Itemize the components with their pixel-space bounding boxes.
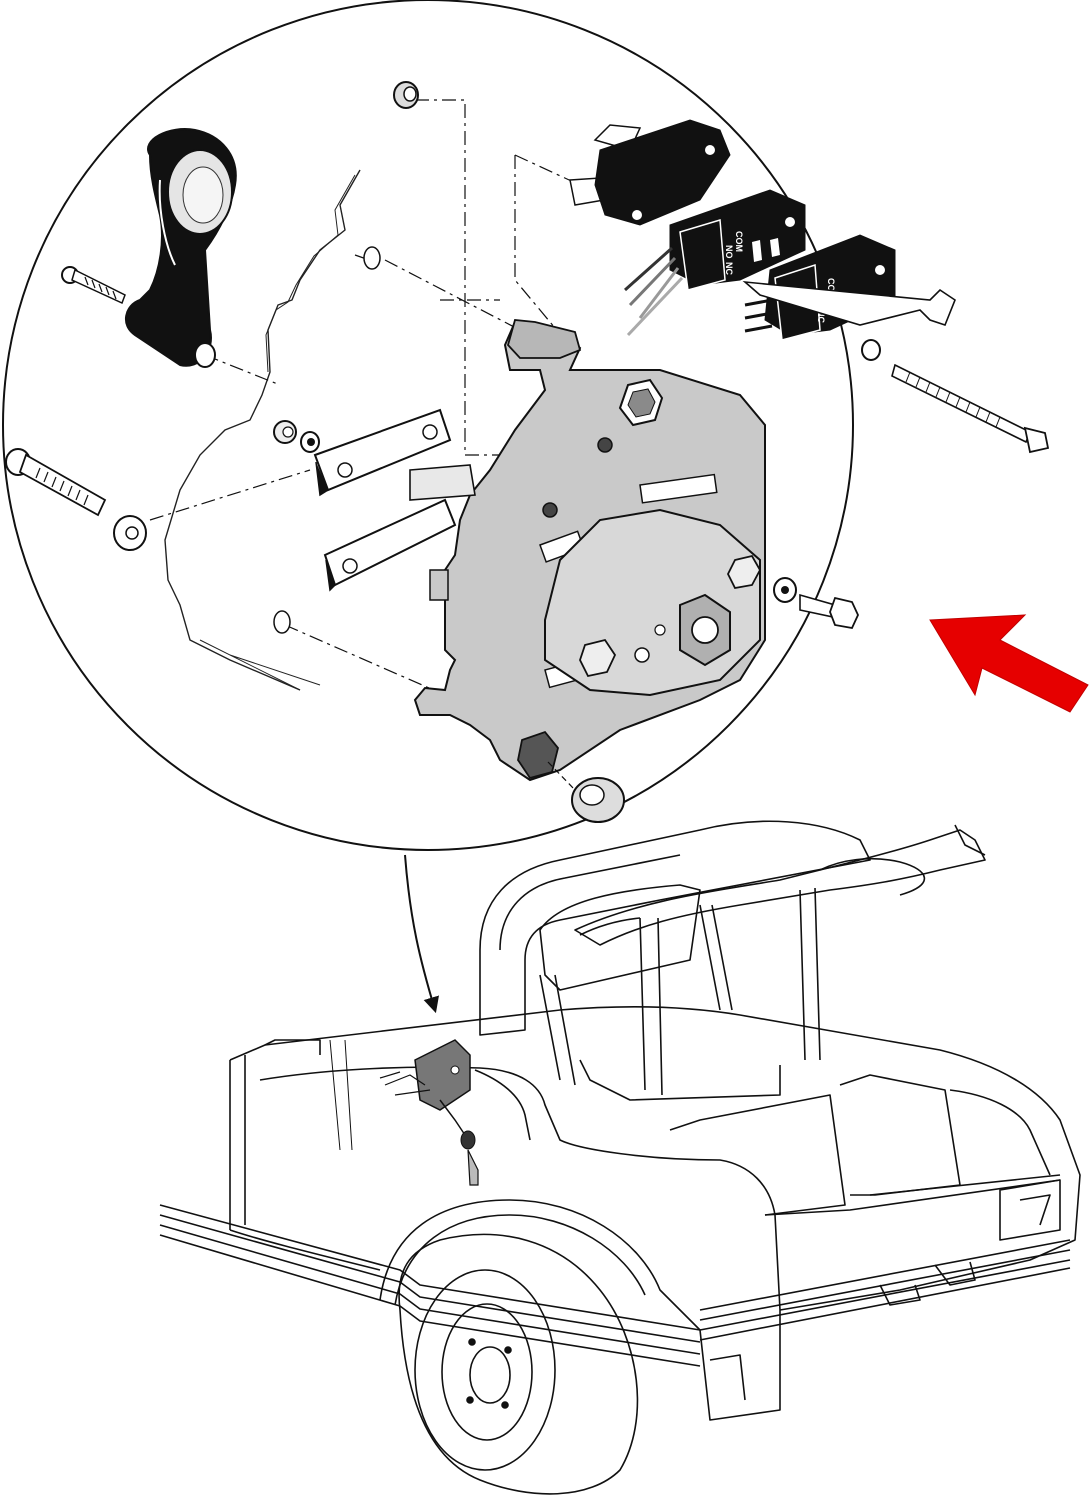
bus-bar-lower	[323, 498, 457, 592]
switch-wires	[624, 246, 684, 337]
long-bolt-right	[861, 339, 1050, 454]
rear-bumper	[699, 1239, 1071, 1341]
switch-bracket	[742, 280, 956, 326]
right-hex-bolt	[773, 577, 859, 630]
storage-well	[579, 1059, 781, 1101]
left-body-box	[259, 1066, 781, 1311]
micro-switch-upper: COM NO NC	[624, 189, 806, 337]
callout-leader-arrow	[404, 854, 439, 1014]
micro-switch-lower: COM NO NC	[742, 234, 956, 341]
bag-rack	[574, 829, 986, 946]
long-bolt-left	[5, 448, 147, 551]
bottom-hex-boss	[517, 730, 559, 780]
lever-handle	[125, 128, 237, 368]
rear-wheel	[398, 1233, 639, 1495]
panel-hole-lower	[273, 610, 291, 634]
body-panel-inner	[265, 174, 356, 373]
micro-switch-rear	[569, 119, 731, 226]
lever-shaft	[506, 319, 582, 359]
rear-body-deck	[229, 1005, 1081, 1311]
panel-edge-lower	[199, 639, 321, 691]
spacer-and-washer	[273, 420, 320, 453]
side-rail	[159, 1204, 701, 1367]
bottom-nut	[571, 777, 625, 823]
shaft-rod	[409, 464, 476, 501]
terminal-stud-right	[726, 554, 762, 590]
golf-cart-rear-body	[159, 820, 1081, 1495]
upper-switch-terminal-nc: NC	[724, 262, 734, 275]
lower-switch-terminal-nc: NC	[816, 310, 826, 323]
rear-fender	[379, 1199, 701, 1331]
body-panel-outline	[164, 169, 361, 691]
seat-back	[479, 820, 871, 1036]
handle-screw	[61, 266, 126, 305]
panel-hole-upper	[363, 246, 381, 270]
bus-bar-upper	[313, 408, 452, 497]
detail-callout: COM NO NC COM NO NC	[2, 0, 1050, 851]
detail-circle-outline	[2, 0, 854, 851]
upper-switch-terminal-no: NO	[724, 245, 734, 259]
red-pointer-arrow	[929, 614, 1089, 713]
top-nut	[393, 81, 419, 109]
lower-switch-terminal-com: COM	[826, 278, 836, 299]
upper-switch-terminal-com: COM	[734, 231, 744, 252]
switch-housing	[413, 319, 766, 782]
switch-installed-location	[379, 1039, 479, 1186]
terminal-stud-left	[579, 638, 617, 678]
